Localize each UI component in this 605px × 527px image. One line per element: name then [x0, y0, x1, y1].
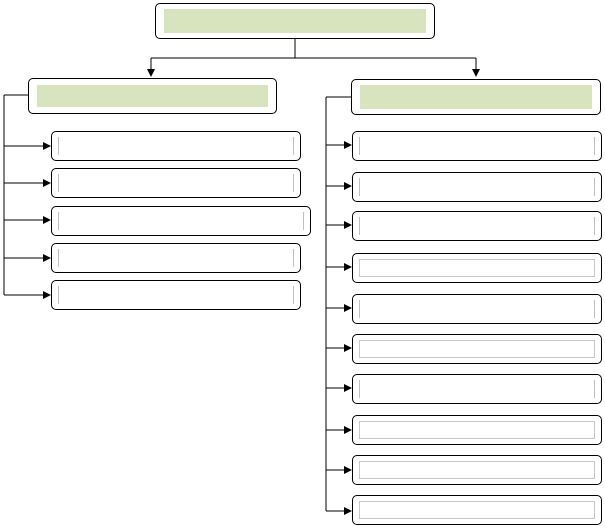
left-child-box-5: [51, 280, 301, 310]
left-child-box-2: [51, 168, 301, 198]
right-child-box-9: [352, 455, 602, 485]
right-child-box-7: [352, 374, 602, 404]
left-child-box-3: [51, 206, 311, 236]
right-child-box-2: [352, 172, 602, 202]
root-header-fill: [164, 9, 426, 33]
right-child-box-1: [352, 131, 602, 161]
left-branch-header-fill: [37, 85, 268, 107]
left-child-box-4: [51, 243, 301, 273]
right-child-box-10: [352, 495, 602, 525]
right-child-box-8: [352, 415, 602, 445]
right-child-box-6: [352, 334, 602, 364]
left-child-box-1: [51, 131, 301, 161]
right-branch-box: [351, 79, 601, 115]
right-child-box-5: [352, 294, 602, 324]
root-box: [155, 3, 435, 39]
right-branch-header-fill: [360, 85, 592, 109]
right-child-box-3: [352, 211, 602, 241]
right-child-box-4: [352, 253, 602, 283]
left-branch-box: [28, 78, 277, 114]
